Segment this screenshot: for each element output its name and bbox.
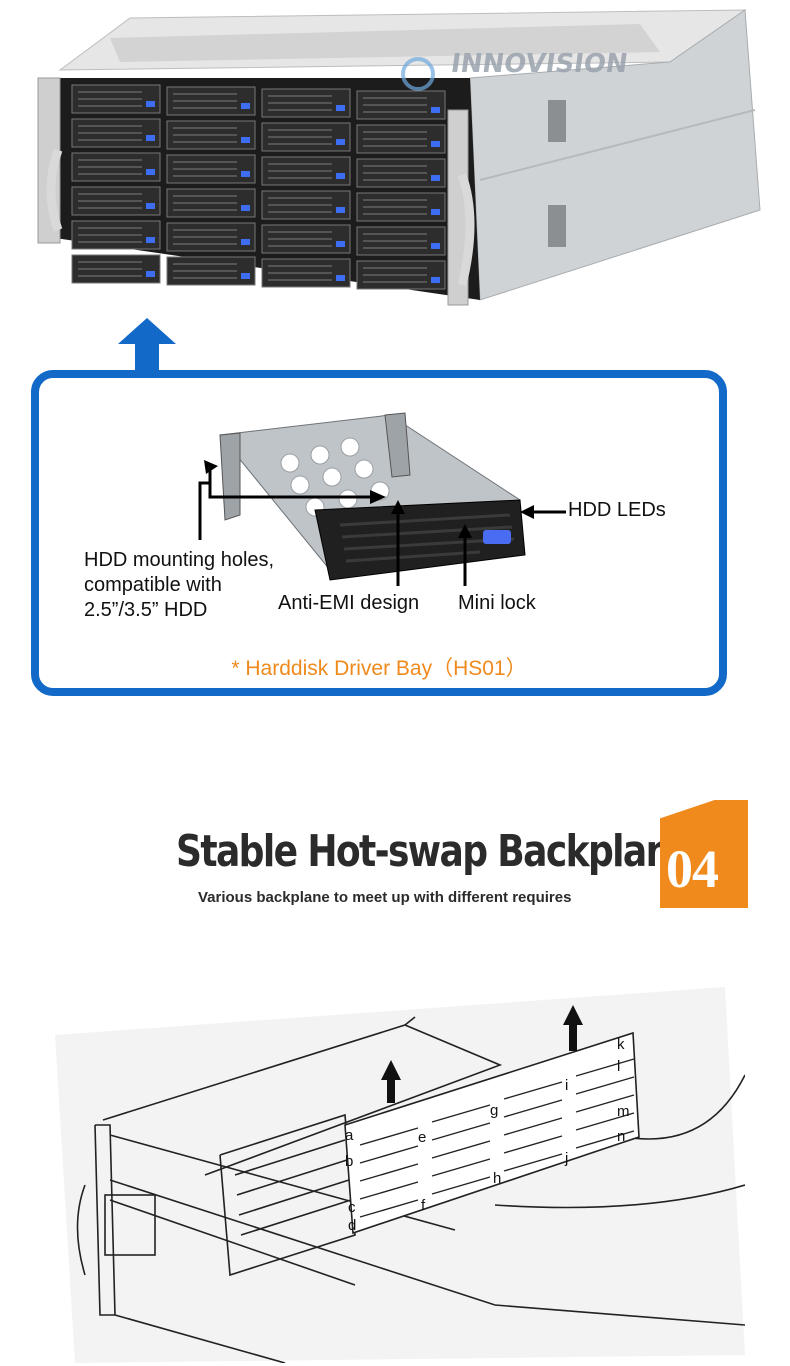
slot-letter-h: h <box>493 1170 501 1187</box>
brand-watermark: INNOVISION <box>449 49 630 79</box>
backplane-diagram: ab cd e f g h i j kl mn <box>55 987 745 1363</box>
slot-letter-e: e <box>418 1129 426 1146</box>
backplane-slot <box>575 1058 635 1077</box>
slot-letter-k: k <box>617 1036 625 1053</box>
backplane-slot <box>359 1127 419 1146</box>
mini-lock-label: Mini lock <box>458 592 536 614</box>
backplane-slot <box>575 1112 635 1131</box>
section-number: 04 <box>666 839 719 899</box>
backplane-slot <box>575 1094 635 1113</box>
slot-letter-g: g <box>490 1102 498 1119</box>
up-arrow-icon <box>118 318 176 370</box>
slot-letter-a: a <box>345 1127 354 1144</box>
slot-letter-c: c <box>348 1199 356 1216</box>
backplane-slot <box>359 1163 419 1182</box>
backplane-slot <box>431 1176 491 1195</box>
slot-letter-j: j <box>564 1150 568 1167</box>
anti-emi-label: Anti-EMI design <box>278 592 420 614</box>
backplane-slot <box>503 1135 563 1154</box>
slot-letter-d: d <box>348 1217 356 1234</box>
backplane-slot <box>359 1199 419 1218</box>
slot-letter-f: f <box>421 1197 426 1214</box>
backplane-slot <box>575 1130 635 1149</box>
section-number-badge <box>660 800 748 908</box>
backplane-slot <box>575 1076 635 1095</box>
slot-letter-l: l <box>617 1058 620 1075</box>
drive-bay-caption: * Harddisk Driver Bay（HS01） <box>231 657 527 680</box>
slot-letter-n: n <box>617 1128 625 1145</box>
slot-letter-i: i <box>565 1077 568 1094</box>
backplane-slot <box>503 1081 563 1100</box>
backplane-slot <box>431 1158 491 1177</box>
backplane-slot <box>503 1099 563 1118</box>
backplane-slot <box>431 1140 491 1159</box>
backplane-slot <box>431 1104 491 1123</box>
section-title: Stable Hot-swap Backplane <box>176 826 694 877</box>
mounting-holes-label-line3: 2.5”/3.5” HDD <box>84 599 208 621</box>
backplane-slot <box>503 1117 563 1136</box>
server-chassis-photo: INNOVISION <box>37 9 761 306</box>
slot-letter-b: b <box>345 1153 353 1170</box>
backplane-slot <box>503 1153 563 1172</box>
backplane-slot <box>359 1145 419 1164</box>
hdd-leds-label: HDD LEDs <box>568 499 666 521</box>
section-subtitle: Various backplane to meet up with differ… <box>198 889 572 906</box>
mounting-holes-label-line1: HDD mounting holes, <box>84 549 275 571</box>
backplane-slot <box>359 1181 419 1200</box>
mounting-holes-label-line2: compatible with <box>84 574 222 596</box>
slot-letter-m: m <box>617 1103 630 1120</box>
backplane-slot <box>431 1122 491 1141</box>
drive-bay-callout <box>31 370 727 696</box>
